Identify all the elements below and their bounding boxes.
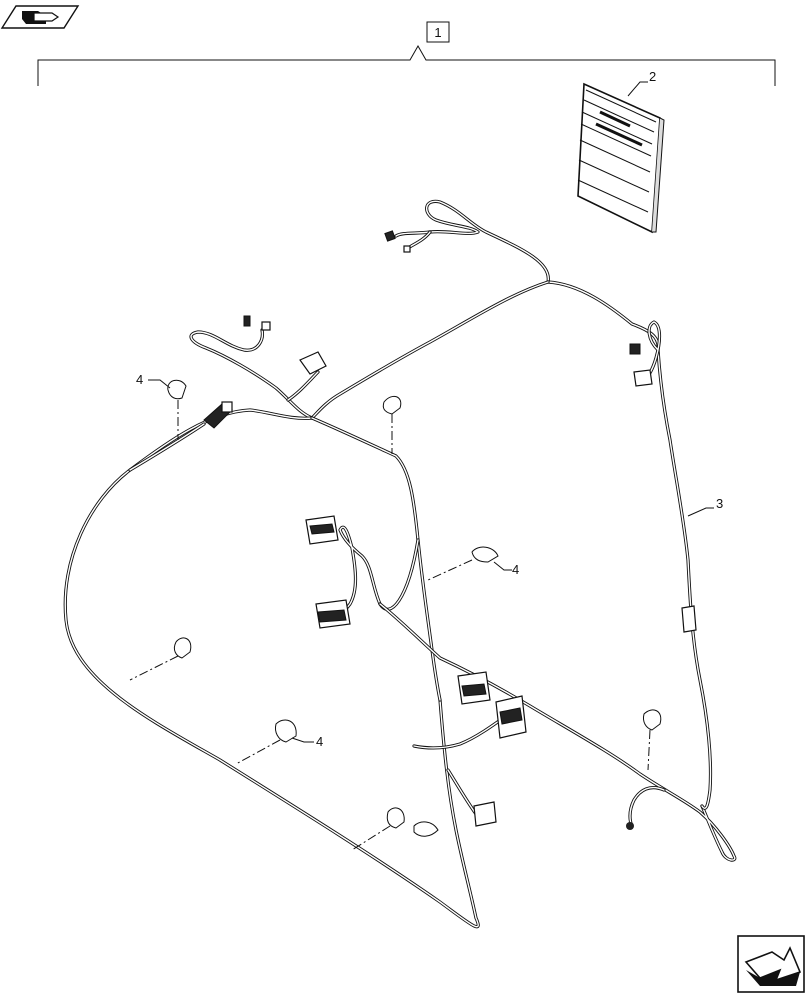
next-page-icon[interactable] [737, 935, 805, 993]
previous-page-icon[interactable] [0, 5, 80, 29]
wire-harness [63, 199, 737, 929]
callout-4-middle: 4 [493, 561, 519, 577]
callout-1-label: 1 [434, 25, 441, 40]
callout-3: 3 [687, 496, 723, 517]
callout-1: 1 [426, 21, 450, 43]
callout-4-lower: 4 [291, 734, 323, 749]
connectors [203, 230, 697, 830]
manual-booklet [577, 82, 665, 234]
callout-4-middle-label: 4 [512, 562, 519, 577]
callout-4-upper-left-label: 4 [136, 372, 143, 387]
assembly-bracket [37, 44, 776, 86]
callout-2: 2 [627, 69, 656, 97]
clips [129, 379, 662, 851]
callout-3-label: 3 [716, 496, 723, 511]
callout-2-label: 2 [649, 69, 656, 84]
callout-4-upper-left: 4 [136, 372, 171, 389]
callout-4-lower-label: 4 [316, 734, 323, 749]
